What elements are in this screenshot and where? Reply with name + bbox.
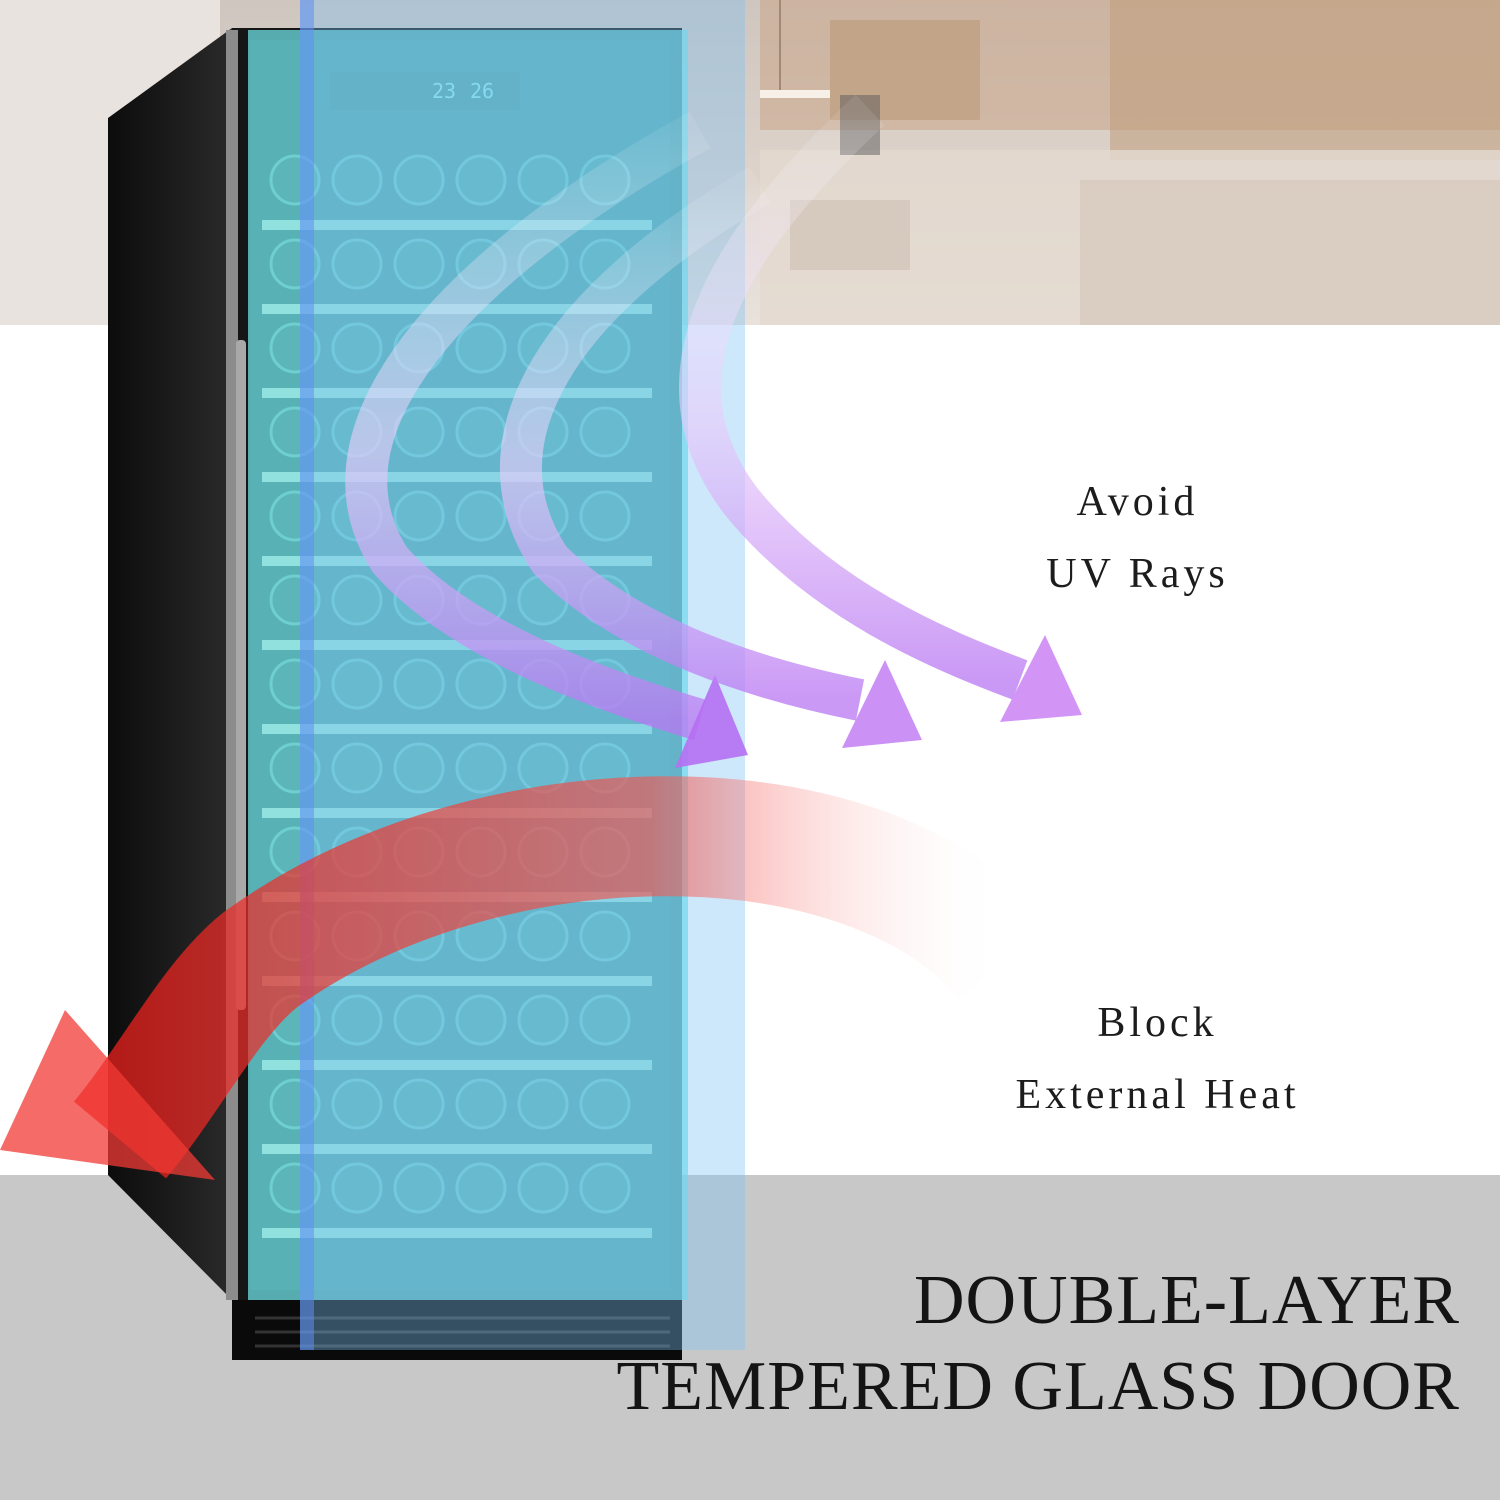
heat-arrowhead xyxy=(0,1010,215,1180)
door-handle xyxy=(236,340,246,1010)
headline-line1: DOUBLE-LAYER xyxy=(913,1262,1460,1339)
uv-arrows xyxy=(345,94,1082,768)
uv-feature-label: Avoid UV Rays xyxy=(985,466,1290,610)
uv-arrow-2 xyxy=(499,166,865,721)
glass-layer-front xyxy=(248,30,688,1300)
heat-label-line1: Block xyxy=(1097,1000,1218,1046)
vent-grille xyxy=(255,1316,670,1348)
heat-arrow xyxy=(0,776,1051,1180)
kitchen-illustration xyxy=(0,0,1500,325)
kitchen-background xyxy=(0,0,1500,325)
glass-edge-highlight xyxy=(300,0,314,1350)
uv-label-line1: Avoid xyxy=(1076,479,1199,525)
headline: DOUBLE-LAYER TEMPERED GLASS DOOR xyxy=(560,1258,1460,1430)
heat-feature-label: Block External Heat xyxy=(960,987,1355,1131)
uv-label-line2: UV Rays xyxy=(1046,551,1229,597)
heat-label-line2: External Heat xyxy=(1015,1072,1300,1118)
uv-arrowhead-2 xyxy=(842,660,922,748)
uv-arrow-1 xyxy=(345,111,711,741)
heat-arrow-body xyxy=(73,776,1051,1179)
uv-arrow-3 xyxy=(679,94,1028,700)
headline-line2: TEMPERED GLASS DOOR xyxy=(616,1348,1460,1425)
uv-arrowhead-1 xyxy=(675,675,748,768)
uv-arrowhead-3 xyxy=(1000,635,1082,722)
glass-door xyxy=(248,0,745,1350)
